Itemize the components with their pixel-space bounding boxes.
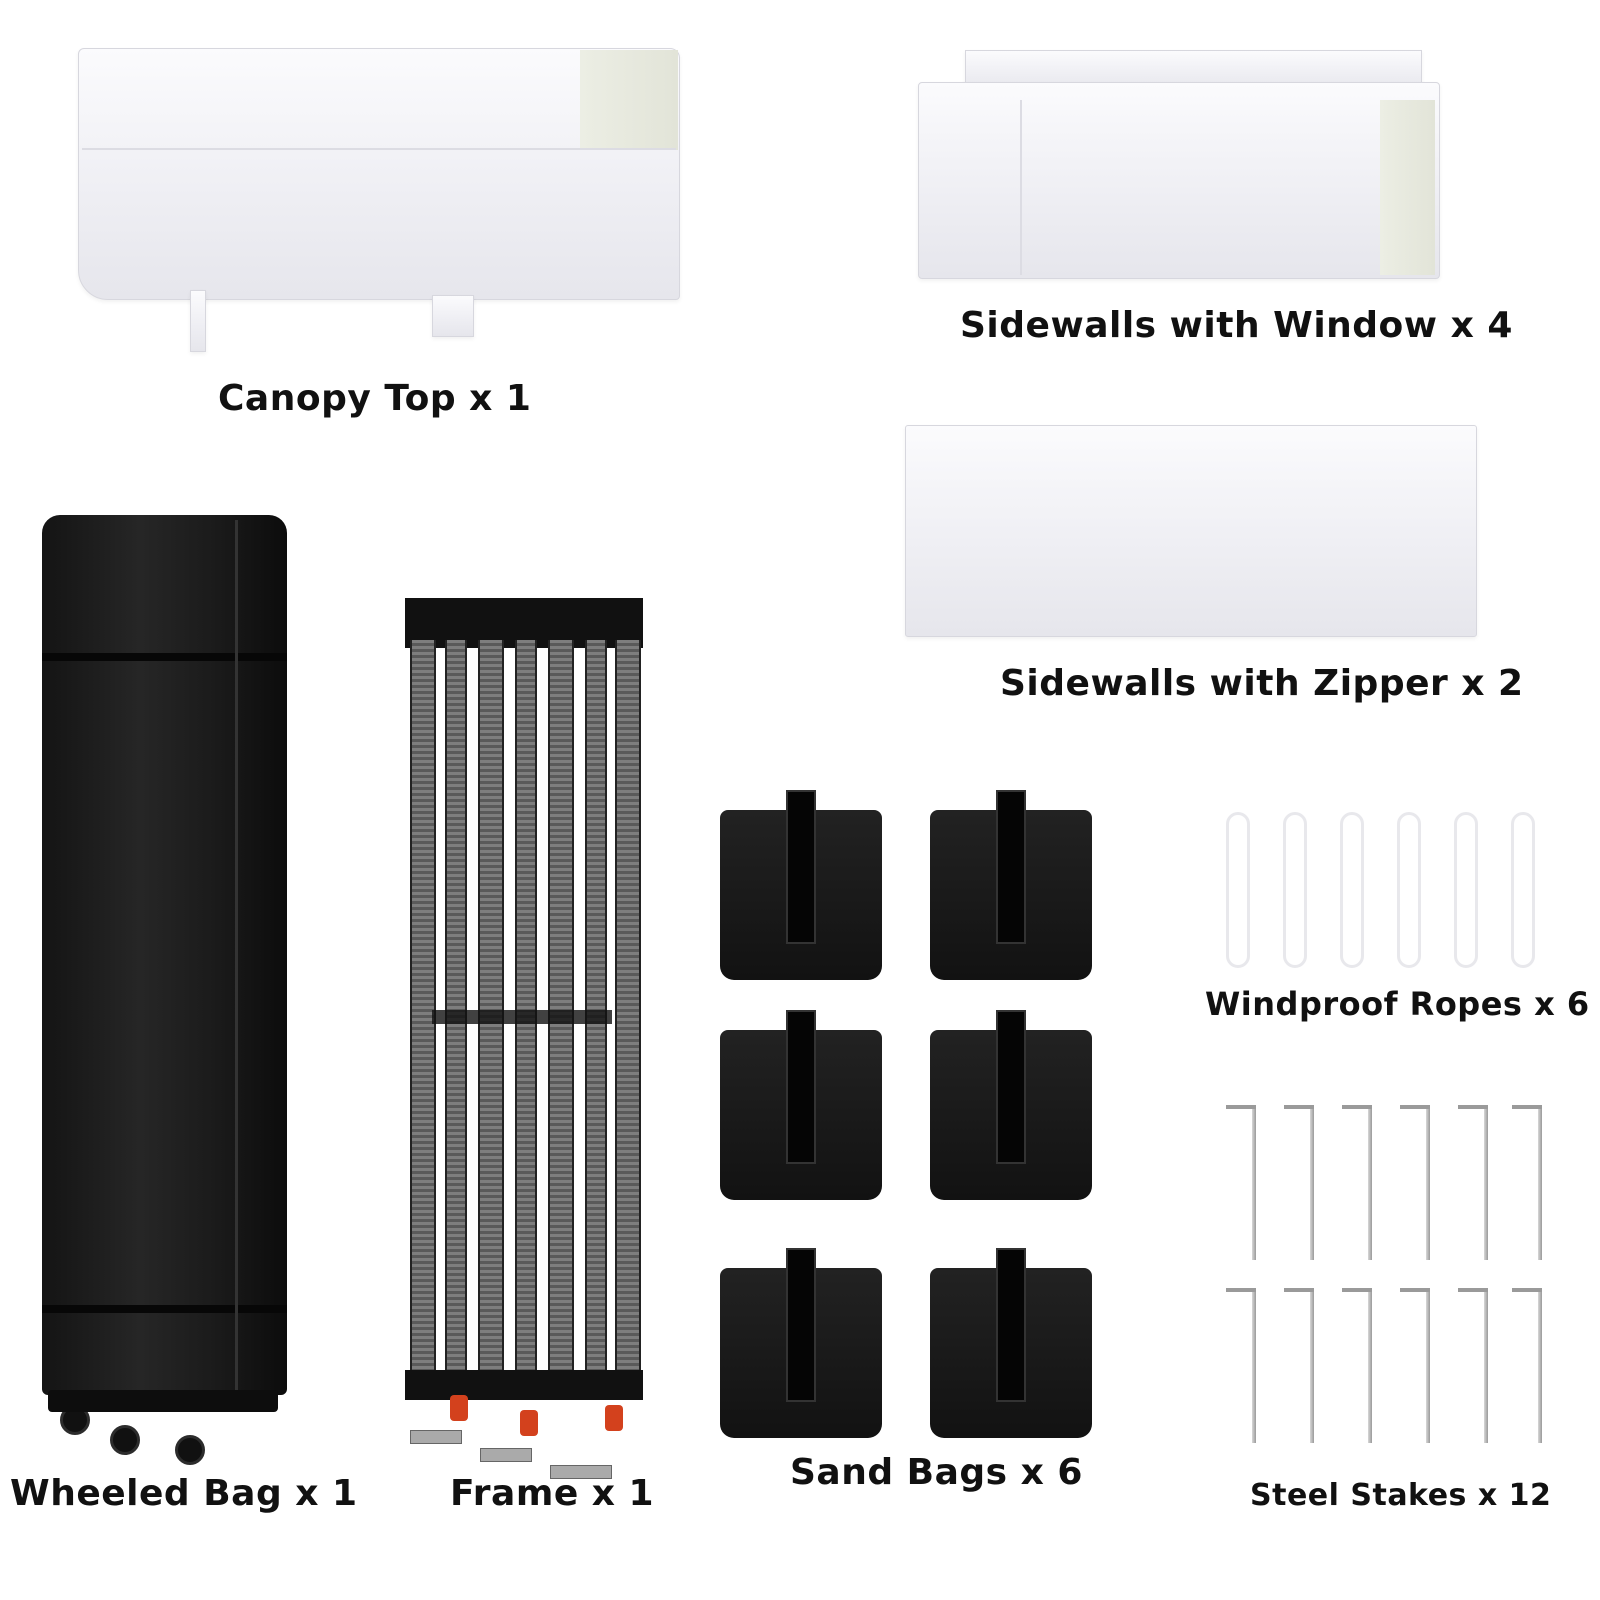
- sidewalls-zipper-label: Sidewalls with Zipper x 2: [1000, 663, 1524, 704]
- canopy-top-label: Canopy Top x 1: [218, 378, 532, 419]
- sidewalls-window-label: Sidewalls with Window x 4: [960, 305, 1513, 346]
- wheeled-bag-label: Wheeled Bag x 1: [10, 1473, 358, 1514]
- steel-stakes-label: Steel Stakes x 12: [1250, 1478, 1552, 1513]
- sidewalls-zipper-illustration: [905, 425, 1477, 637]
- windproof-ropes-label: Windproof Ropes x 6: [1205, 985, 1590, 1023]
- sand-bags-label: Sand Bags x 6: [790, 1452, 1083, 1493]
- frame-label: Frame x 1: [450, 1473, 655, 1514]
